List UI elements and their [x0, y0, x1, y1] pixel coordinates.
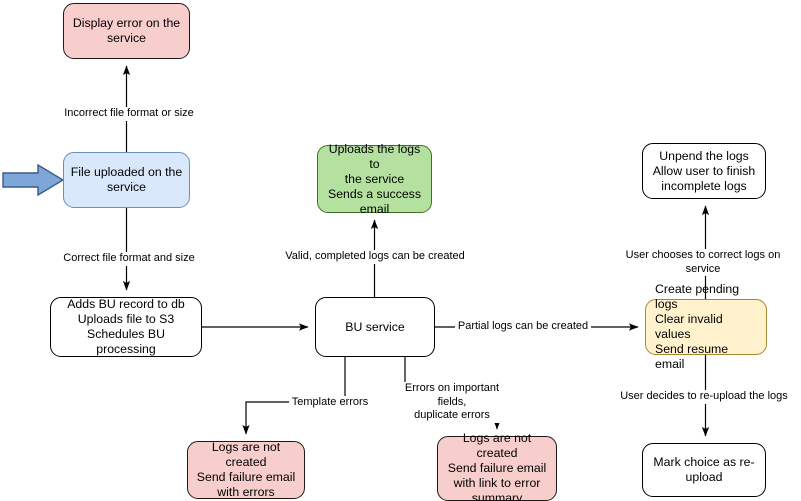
node-unpend-the-logs[interactable]: Unpend the logs Allow user to finish inc… — [642, 143, 766, 199]
node-create-pending-logs[interactable]: Create pending logs Clear invalid values… — [645, 282, 767, 371]
node-file-uploaded-on-service[interactable]: File uploaded on the service — [63, 152, 190, 208]
node-logs-not-created-template-errors[interactable]: Logs are not created Send failure email … — [187, 440, 305, 499]
node-uploads-logs-to-service[interactable]: Uploads the logs to the service Sends a … — [317, 142, 432, 216]
node-display-error[interactable]: Display error on the service — [63, 3, 190, 59]
node-logs-not-created-error-summary[interactable]: Logs are not created Send failure email … — [437, 431, 557, 501]
edge-label-important-field-errors: Errors on important fields, duplicate er… — [391, 382, 513, 423]
edge-label-template-errors: Template errors — [289, 396, 371, 410]
node-adds-bu-record[interactable]: Adds BU record to db Uploads file to S3 … — [50, 297, 202, 357]
edge-label-correct-file-format: Correct file format and size — [54, 252, 204, 266]
node-mark-choice-as-reupload[interactable]: Mark choice as re- upload — [642, 443, 766, 497]
node-bu-service[interactable]: BU service — [315, 297, 435, 357]
edge-label-user-corrects-logs: User chooses to correct logs on service — [605, 249, 801, 276]
edge-label-partial-logs: Partial logs can be created — [455, 320, 591, 334]
edge-label-incorrect-file-format: Incorrect file format or size — [54, 107, 204, 121]
edge-label-valid-completed-logs: Valid, completed logs can be created — [283, 250, 467, 264]
entry-block-arrow-icon — [2, 163, 65, 197]
edge-label-user-reuploads-logs: User decides to re-upload the logs — [616, 390, 792, 404]
